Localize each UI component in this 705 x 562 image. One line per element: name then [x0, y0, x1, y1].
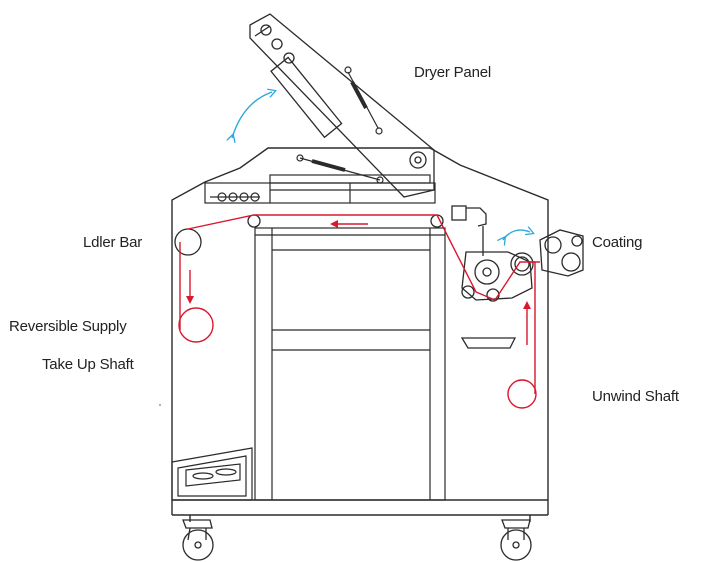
web-direction-arrows: [186, 220, 531, 345]
dryer-panel: [249, 13, 435, 198]
caster-left: [182, 519, 214, 561]
gas-strut-upper: [344, 66, 383, 135]
label-idler-bar: Ldler Bar: [83, 234, 143, 251]
inner-frame: [254, 227, 446, 501]
gas-strut-lower: [296, 154, 384, 184]
label-take-up-shaft: Take Up Shaft: [42, 356, 134, 373]
label-coating: Coating: [592, 234, 643, 251]
top-rollers: [247, 214, 444, 228]
label-dryer-panel: Dryer Panel: [414, 64, 491, 81]
idler-roller: [174, 228, 202, 256]
coating-motion-arrow: [503, 230, 530, 240]
web-path: [178, 214, 540, 409]
coating-unit: [451, 205, 534, 302]
panel-motion-arrow: [232, 92, 272, 138]
coating-head: [539, 229, 584, 277]
label-unwind-shaft: Unwind Shaft: [592, 388, 679, 405]
caster-right: [500, 519, 532, 561]
machine-cabinet: [171, 147, 549, 522]
label-reversible-supply: Reversible Supply: [9, 318, 127, 335]
dryer-housing: [204, 174, 436, 204]
drip-tray: [460, 337, 517, 349]
stray-dot: [159, 404, 161, 406]
storage-box: [171, 447, 253, 501]
